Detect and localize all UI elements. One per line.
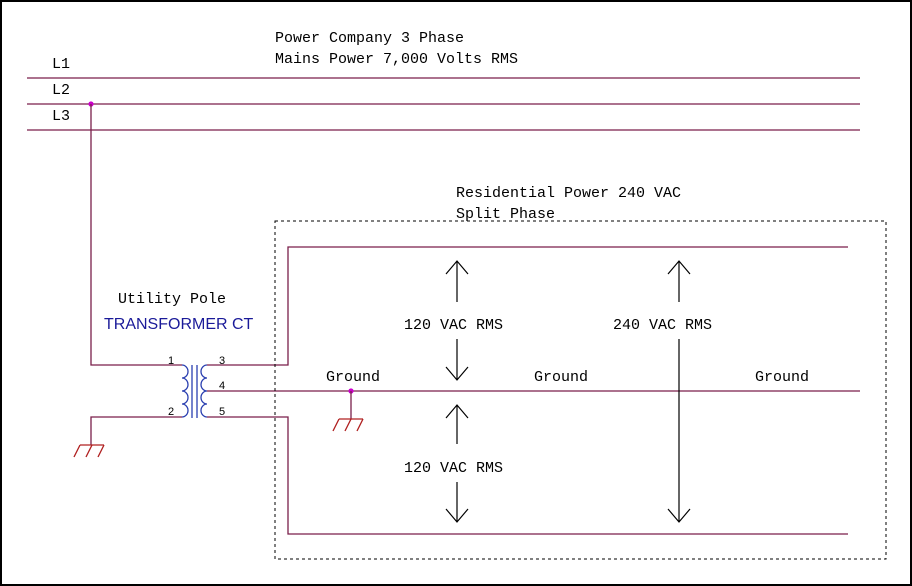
voltage-label-lower: 120 VAC RMS bbox=[404, 460, 503, 477]
secondary-hot-top bbox=[207, 246, 848, 366]
voltage-label-total: 240 VAC RMS bbox=[613, 317, 712, 334]
transformer-label-line2: TRANSFORMER CT bbox=[104, 316, 254, 333]
pin-number-2: 2 bbox=[168, 406, 174, 418]
lower-120v-arrow-up bbox=[445, 404, 469, 444]
pin-number-3: 3 bbox=[219, 355, 225, 367]
residential-boundary bbox=[274, 220, 887, 560]
upper-120v-arrow-up bbox=[445, 260, 469, 302]
primary-wire-top bbox=[90, 104, 182, 366]
primary-wire-bottom bbox=[90, 416, 182, 445]
voltage-label-upper: 120 VAC RMS bbox=[404, 317, 503, 334]
phase-label-l2: L2 bbox=[52, 82, 70, 99]
transformer-label-line1: Utility Pole bbox=[118, 291, 226, 308]
ground-label-1: Ground bbox=[326, 369, 380, 386]
phase-label-l1: L1 bbox=[52, 56, 70, 73]
ground-label-2: Ground bbox=[534, 369, 588, 386]
pin-number-1: 1 bbox=[168, 355, 174, 367]
phase-label-l3: L3 bbox=[52, 108, 70, 125]
secondary-hot-bottom bbox=[207, 416, 848, 535]
transformer-symbol bbox=[181, 364, 208, 418]
primary-coil bbox=[181, 364, 189, 418]
mains-title-line1: Power Company 3 Phase bbox=[275, 30, 464, 47]
mains-title-line2: Mains Power 7,000 Volts RMS bbox=[275, 51, 518, 68]
secondary-coil bbox=[200, 364, 208, 418]
ground-symbol-primary bbox=[73, 444, 105, 458]
upper-120v-arrow-down bbox=[445, 339, 469, 381]
lower-120v-arrow-down bbox=[445, 482, 469, 523]
residential-title-line2: Split Phase bbox=[456, 206, 555, 223]
residential-title-line1: Residential Power 240 VAC bbox=[456, 185, 681, 202]
pin-number-4: 4 bbox=[219, 380, 225, 392]
total-240v-arrow-down bbox=[667, 339, 691, 523]
pin-number-5: 5 bbox=[219, 406, 225, 418]
ground-label-3: Ground bbox=[755, 369, 809, 386]
total-240v-arrow-up bbox=[667, 260, 691, 302]
ground-symbol-neutral bbox=[332, 418, 364, 432]
